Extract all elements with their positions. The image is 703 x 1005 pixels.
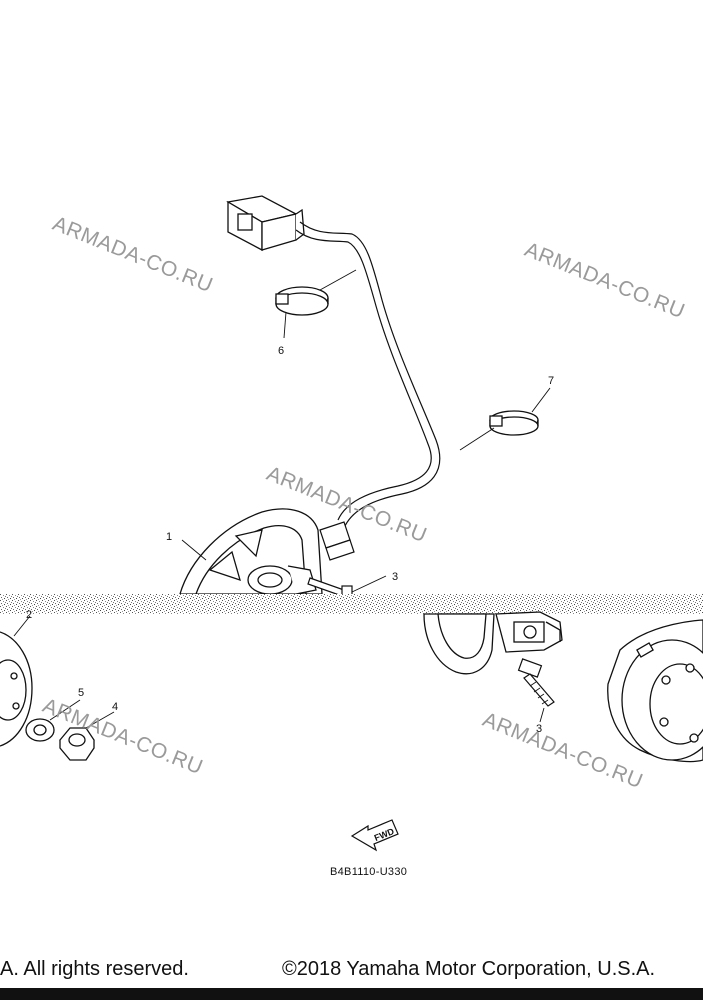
diagram-code: B4B1110-U330 [330, 866, 408, 878]
rotor-left [0, 631, 33, 747]
callout-5: 5 [78, 687, 84, 699]
footer-right-text: ©2018 Yamaha Motor Corporation, U.S.A. [282, 958, 656, 980]
lead-wire [295, 221, 441, 529]
bottom-bar [0, 988, 703, 1000]
callout-1: 1 [166, 531, 172, 543]
stator-assembly [179, 508, 323, 595]
nut-4 [59, 727, 95, 761]
callout-6: 6 [278, 345, 284, 357]
callout-2: 2 [26, 609, 32, 621]
washer-5 [25, 718, 55, 742]
flywheel-rotor [607, 619, 703, 763]
copyright-footer: A. All rights reserved. ©2018 Yamaha Mot… [0, 958, 703, 988]
bolt-3-lower [517, 658, 555, 707]
footer-left-text: A. All rights reserved. [0, 958, 189, 980]
wire-grommet [319, 521, 355, 561]
callout-3-lower: 3 [536, 723, 542, 735]
coupler-connector [226, 195, 305, 252]
fwd-arrow-icon: FWD [350, 819, 399, 852]
band-clamp-7 [489, 410, 539, 436]
callout-3-upper: 3 [392, 571, 398, 583]
band-clamp-6 [275, 286, 329, 316]
callout-4: 4 [112, 701, 118, 713]
scan-noise-band [0, 594, 703, 614]
callout-7: 7 [548, 375, 554, 387]
stator-lower [423, 611, 563, 675]
